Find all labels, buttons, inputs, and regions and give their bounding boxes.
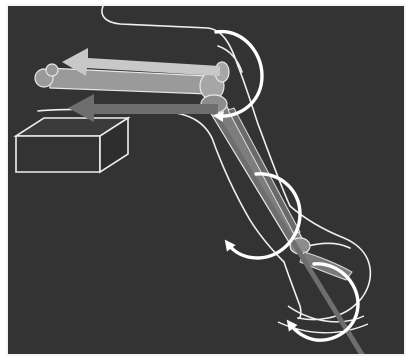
leg-diagram: [8, 6, 406, 356]
fibula-bone: [228, 108, 300, 234]
left-arrow-light: [62, 48, 220, 76]
diagonal-line-arrow: [216, 116, 364, 356]
support-block: [16, 118, 128, 172]
left-arrow-dark: [68, 94, 218, 122]
leg-diagram-frame: [6, 4, 406, 356]
